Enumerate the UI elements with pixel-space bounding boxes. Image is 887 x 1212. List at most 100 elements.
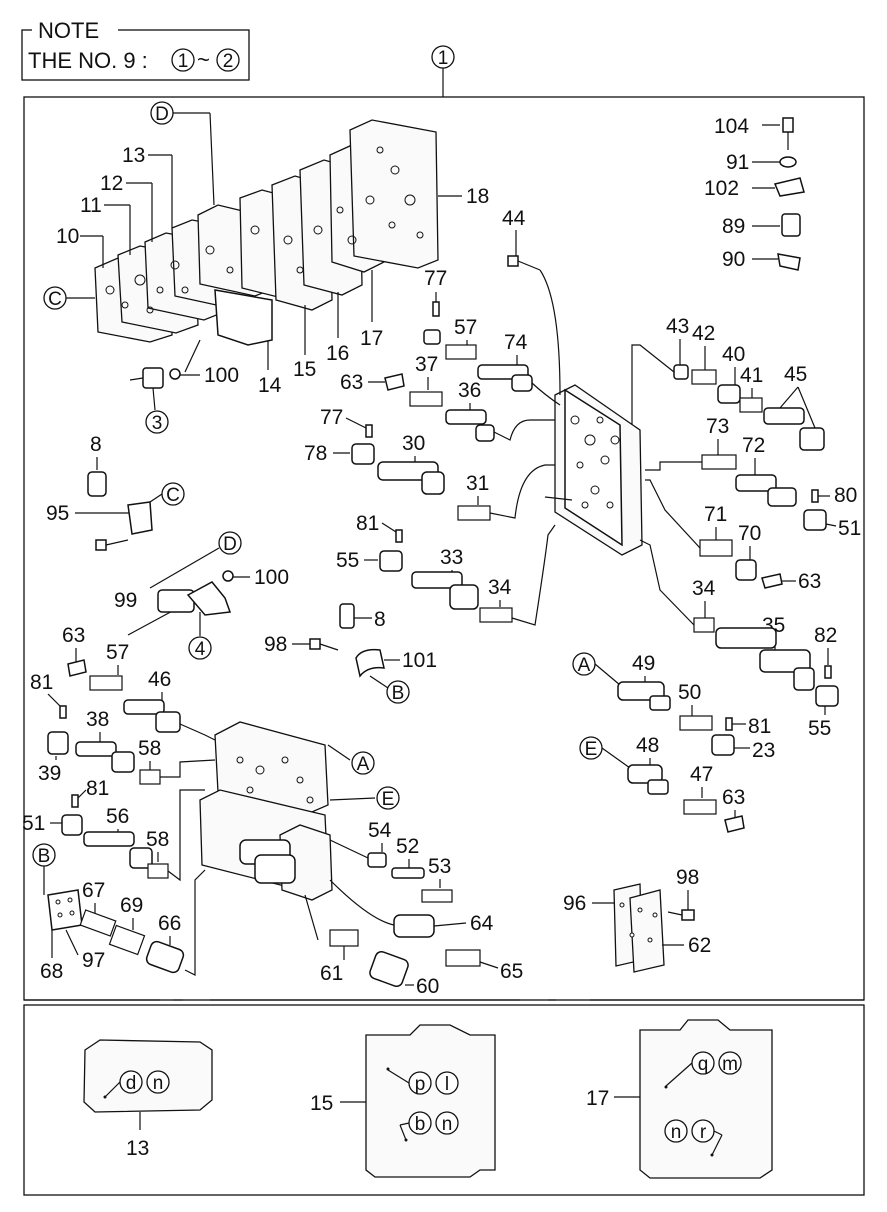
lower-right-valve-group: 54 52 53 64 61 60 65	[304, 819, 523, 998]
callout-label: 1	[438, 48, 449, 69]
callout-label: 99	[114, 589, 137, 612]
assembly-callout: 1	[431, 45, 455, 97]
upper-valve-group: 77 57 74	[423, 267, 561, 406]
callout-label: 41	[740, 364, 763, 387]
right-valve-70-group: 71 70 63	[645, 479, 821, 593]
callout-label: C	[166, 485, 180, 506]
callout-label: 46	[148, 668, 171, 691]
callout-label: 81	[356, 512, 379, 535]
callout-label: 95	[46, 502, 69, 525]
callout-label: 67	[82, 879, 105, 902]
callout-label: m	[722, 1054, 738, 1075]
callout-label: 37	[415, 353, 438, 376]
callout-label: n	[442, 1114, 453, 1135]
part-3-solenoid: 3 100	[129, 339, 239, 434]
ref-c-left: C	[43, 286, 95, 310]
callout-label: 60	[416, 975, 439, 998]
callout-label: 61	[320, 962, 343, 985]
callout-label: 45	[784, 363, 807, 386]
callout-label: 78	[304, 442, 327, 465]
top-right-hardware: 104 91 102 89 90	[704, 115, 805, 271]
detail-plate-17: q m n r 17	[586, 1019, 773, 1179]
callout-label: 51	[22, 812, 45, 835]
callout-label: 81	[30, 671, 53, 694]
callout-label: 15	[310, 1092, 333, 1115]
callout-label: A	[578, 655, 591, 676]
callout-label: 56	[106, 805, 129, 828]
callout-label: 13	[122, 144, 145, 167]
callout-label: 43	[666, 315, 689, 338]
callout-label: 34	[488, 576, 512, 599]
callout-label: 44	[502, 207, 526, 230]
callout-label: 73	[706, 415, 729, 438]
callout-label: 97	[82, 949, 105, 972]
detail-frame	[23, 1004, 865, 1196]
callout-label: 40	[722, 343, 745, 366]
callout-label: 81	[86, 777, 109, 800]
callout-label: 34	[692, 577, 716, 600]
callout-label: 102	[704, 177, 739, 200]
note-range-sep: ~	[197, 47, 210, 72]
note-range-start: 1	[178, 51, 189, 72]
callout-label: p	[415, 1074, 426, 1095]
callout-label: 49	[632, 652, 655, 675]
callout-label: 63	[62, 624, 85, 647]
callout-label: C	[48, 289, 62, 310]
callout-label: 53	[428, 855, 451, 878]
callout-label: 89	[722, 215, 745, 238]
callout-label: D	[223, 534, 237, 555]
detail-plate-15: p l b n 15	[310, 1024, 496, 1178]
callout-label: 23	[752, 739, 775, 762]
callout-label: 63	[798, 570, 821, 593]
callout-label: 58	[138, 737, 161, 760]
callout-label: 18	[466, 185, 489, 208]
callout-label: 101	[402, 649, 437, 672]
callout-label: 65	[500, 960, 523, 983]
callout-label: 71	[704, 503, 727, 526]
callout-label: 13	[126, 1137, 149, 1160]
callout-label: 96	[563, 892, 586, 915]
callout-label: E	[382, 789, 395, 810]
lower-valve-body	[199, 721, 333, 901]
callout-label: 52	[396, 835, 419, 858]
callout-label: 3	[152, 413, 163, 434]
callout-label: 57	[106, 641, 129, 664]
ref-d-top: D	[150, 101, 215, 206]
callout-label: 14	[258, 374, 282, 397]
valve-33-group: 81 55 33 34	[336, 512, 556, 626]
callout-label: 50	[678, 681, 701, 704]
callout-label: 68	[40, 960, 63, 983]
callout-label: 104	[714, 115, 749, 138]
callout-label: E	[585, 739, 598, 760]
left-bracket-group: 8 95 C	[46, 433, 185, 551]
callout-label: 4	[195, 639, 206, 660]
callout-label: A	[357, 754, 370, 775]
callout-label: 17	[586, 1087, 609, 1110]
callout-label: 57	[454, 316, 477, 339]
right-valve-48-group: E 48 47 63	[579, 734, 745, 833]
callout-label: 55	[336, 549, 359, 572]
callout-label: B	[392, 683, 405, 704]
callout-label: 39	[38, 762, 61, 785]
callout-label: 42	[692, 322, 715, 345]
callout-label: b	[415, 1114, 426, 1135]
callout-label: 100	[254, 566, 289, 589]
callout-label: 90	[722, 248, 745, 271]
part-44-bolt: 44	[502, 207, 561, 396]
callout-label: 63	[722, 786, 745, 809]
plate-stack	[94, 119, 439, 346]
callout-label: 91	[726, 151, 749, 174]
callout-label: 17	[360, 327, 383, 350]
callout-label: 55	[808, 717, 831, 740]
callout-label: n	[671, 1122, 682, 1143]
callout-label: l	[445, 1074, 449, 1095]
callout-label: r	[700, 1122, 707, 1143]
callout-label: 70	[738, 522, 761, 545]
callout-label: 12	[100, 172, 123, 195]
mid-hardware-group: 8 98 101 B	[264, 603, 437, 704]
callout-label: 66	[158, 912, 181, 935]
callout-label: B	[38, 846, 51, 867]
callout-label: 80	[834, 484, 857, 507]
callout-label: 81	[748, 715, 771, 738]
